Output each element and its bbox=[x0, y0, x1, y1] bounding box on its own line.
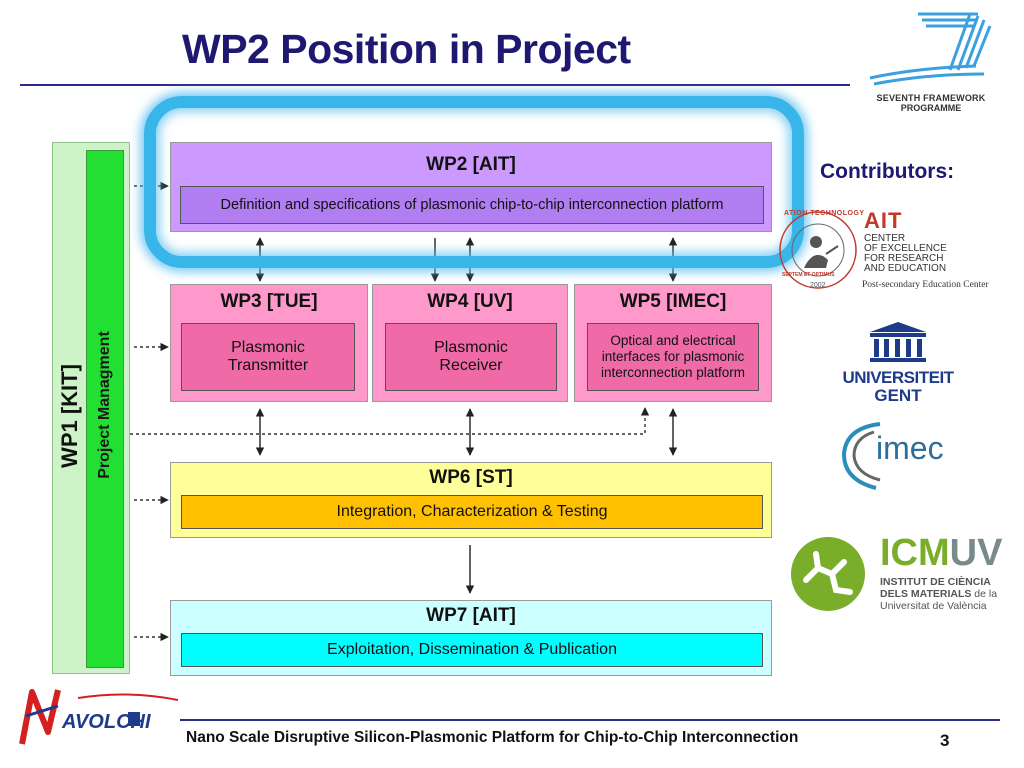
contributors-heading: Contributors: bbox=[820, 160, 955, 183]
icmuv-line2: DELS MATERIALS de la bbox=[880, 588, 998, 600]
title-divider bbox=[20, 84, 850, 86]
ait-seal-icon bbox=[779, 211, 857, 289]
fp7-logo: SEVENTH FRAMEWORK PROGRAMME bbox=[866, 8, 996, 113]
wp6-description: Integration, Characterization & Testing bbox=[181, 495, 763, 529]
ugent-line2: GENT bbox=[874, 386, 922, 405]
wp7-box: WP7 [AIT] Exploitation, Dissemination & … bbox=[170, 600, 772, 676]
page-title: WP2 Position in Project bbox=[182, 26, 631, 72]
wp7-description: Exploitation, Dissemination & Publicatio… bbox=[181, 633, 763, 667]
wp2-description: Definition and specifications of plasmon… bbox=[180, 186, 764, 224]
ugent-logo: UNIVERSITEIT GENT bbox=[838, 320, 958, 405]
ait-seal-year: 2002 bbox=[810, 282, 826, 289]
wp6-heading: WP6 [ST] bbox=[429, 467, 513, 488]
ait-subtitle: Post-secondary Education Center bbox=[862, 280, 989, 290]
imec-logo: imec bbox=[836, 414, 966, 500]
wp3-heading: WP3 [TUE] bbox=[220, 291, 318, 312]
icmuv-line3: Universitat de València bbox=[880, 600, 987, 612]
wp4-description: Plasmonic Receiver bbox=[385, 323, 557, 391]
wp4-box: WP4 [UV] Plasmonic Receiver bbox=[372, 284, 568, 402]
page-number: 3 bbox=[940, 731, 950, 750]
icmuv-name: ICMUV bbox=[880, 532, 1003, 574]
ait-seal-text: ATION TECHNOLOGY bbox=[784, 210, 865, 217]
navolchi-logo: AVOLCHI bbox=[18, 686, 179, 748]
ugent-building-icon bbox=[870, 322, 926, 362]
icmuv-line1: INSTITUT DE CIÈNCIA bbox=[880, 576, 991, 588]
wp5-description: Optical and electrical interfaces for pl… bbox=[587, 323, 759, 391]
wp2-heading: WP2 [AIT] bbox=[426, 154, 516, 175]
wp4-heading: WP4 [UV] bbox=[427, 291, 513, 312]
wp6-box: WP6 [ST] Integration, Characterization &… bbox=[170, 462, 772, 538]
ait-name: AIT bbox=[864, 208, 903, 233]
wp7-heading: WP7 [AIT] bbox=[426, 605, 516, 626]
icmuv-logo: ICMUV INSTITUT DE CIÈNCIA DELS MATERIALS… bbox=[788, 534, 1018, 614]
project-management-box bbox=[86, 150, 124, 668]
ait-logo: ATION TECHNOLOGY SEPTEM ET OPTIMUS 2002 … bbox=[776, 208, 1022, 296]
footer-project-title: Nano Scale Disruptive Silicon-Plasmonic … bbox=[186, 729, 799, 746]
wp3-box: WP3 [TUE] Plasmonic Transmitter bbox=[170, 284, 368, 402]
wp3-description: Plasmonic Transmitter bbox=[181, 323, 355, 391]
ugent-line1: UNIVERSITEIT bbox=[842, 368, 954, 387]
ait-seal-motto: SEPTEM ET OPTIMUS bbox=[782, 272, 835, 278]
footer-divider bbox=[180, 719, 1000, 721]
wp2-highlight bbox=[144, 96, 804, 268]
navolchi-wordmark-icon: AVOLCHI bbox=[19, 689, 179, 745]
icmuv-molecule-icon bbox=[791, 537, 865, 611]
fp7-line1: SEVENTH FRAMEWORK bbox=[876, 93, 986, 103]
imec-swirl-icon bbox=[841, 422, 881, 490]
wp5-heading: WP5 [IMEC] bbox=[619, 291, 727, 312]
wp2-box: WP2 [AIT] Definition and specifications … bbox=[170, 142, 772, 232]
wp5-box: WP5 [IMEC] Optical and electrical interf… bbox=[574, 284, 772, 402]
imec-name: imec bbox=[876, 430, 944, 466]
fp7-seven-icon bbox=[869, 12, 992, 86]
fp7-line2: PROGRAMME bbox=[900, 103, 962, 113]
ait-center-text: CENTER OF EXCELLENCE FOR RESEARCH AND ED… bbox=[864, 233, 947, 274]
